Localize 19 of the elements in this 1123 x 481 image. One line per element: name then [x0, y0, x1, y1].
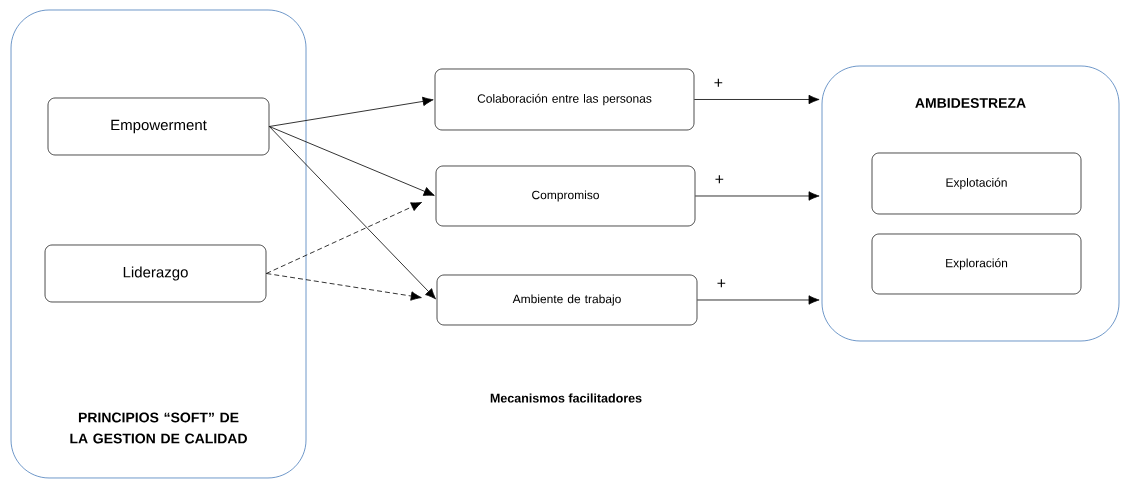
edge-label: + — [714, 78, 723, 87]
arrow — [693, 94, 820, 105]
arrow — [694, 191, 820, 201]
edge-label: + — [717, 279, 726, 288]
arrow — [265, 273, 422, 301]
process-box: Compromiso — [435, 165, 696, 227]
arrow — [268, 126, 437, 300]
arrow — [268, 126, 435, 196]
edge-label: + — [715, 175, 724, 184]
process-box: Ambiente de trabajo — [436, 274, 698, 326]
process-box: Exploración — [871, 233, 1082, 295]
arrow — [268, 96, 434, 127]
process-box: Explotación — [871, 152, 1082, 215]
arrow — [696, 295, 820, 305]
process-box: Empowerment — [47, 97, 270, 156]
caption-text: Mecanismos facilitadores — [490, 393, 642, 403]
arrow — [265, 202, 422, 274]
process-box: Colaboración entre las personas — [434, 68, 695, 131]
process-box: Liderazgo — [44, 244, 267, 303]
